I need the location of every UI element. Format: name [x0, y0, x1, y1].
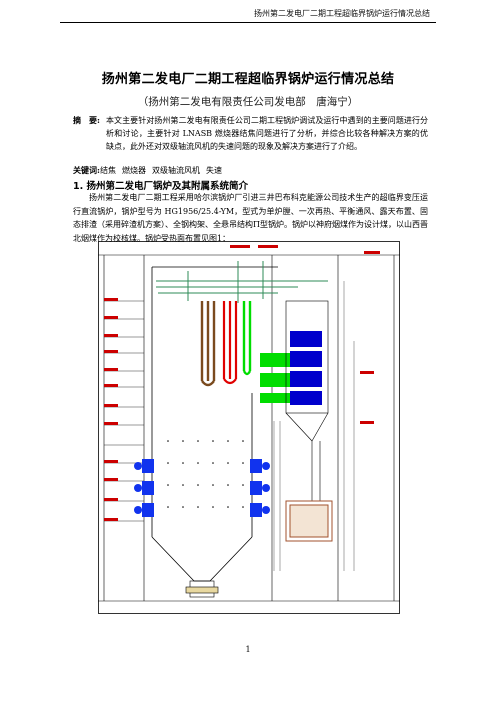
- keyword: 双级轴流风机: [151, 166, 200, 175]
- air-heater: [285, 500, 333, 542]
- author-byline: （扬州第二发电有限责任公司发电部 唐海宁）: [137, 96, 359, 108]
- ash-hopper: [185, 580, 219, 598]
- paper-title: 扬州第二发电厂二期工程超临界锅炉运行情况总结: [101, 72, 395, 87]
- keywords-label: 关键词:: [73, 165, 100, 175]
- low-temp-superheater: [260, 353, 290, 403]
- furnace-dots: [167, 440, 244, 508]
- downcomer-lines: [273, 281, 355, 571]
- abstract: 摘 要: 本文主要针对扬州第二发电有限责任公司二期工程锅炉调试及运行中遇到的主要…: [73, 114, 428, 153]
- page-number: 1: [245, 645, 251, 654]
- platen-superheater: [200, 301, 216, 387]
- running-header: 扬州第二发电厂二期工程超临界锅炉运行情况总结: [254, 9, 430, 18]
- top-annotations: [230, 245, 380, 424]
- burners-front: [134, 459, 154, 517]
- final-superheater: [242, 301, 252, 376]
- economizer: [290, 331, 322, 405]
- keywords-line: 关键词:结焦燃烧器双级轴流风机失速: [73, 165, 222, 176]
- header-rule: [60, 22, 436, 23]
- section-paragraph: 扬州第二发电厂二期工程采用哈尔滨锅炉厂引进三井巴布科克能源公司技术生产的超临界变…: [73, 193, 428, 243]
- frame-border: [98, 241, 400, 614]
- keyword: 结焦: [99, 166, 116, 175]
- burners-rear: [250, 459, 270, 517]
- boiler-diagram: [98, 241, 400, 614]
- abstract-label: 摘 要:: [73, 115, 100, 125]
- abstract-text: 本文主要针对扬州第二发电有限责任公司二期工程锅炉调试及运行中遇到的主要问题进行分…: [106, 116, 428, 151]
- keyword: 失速: [205, 166, 222, 175]
- boiler-layout-figure: [98, 241, 400, 614]
- flue-duct: [311, 441, 321, 501]
- backpass-wall: [285, 300, 329, 442]
- section-heading: 1. 扬州第二发电厂锅炉及其附属系统简介: [73, 181, 249, 192]
- keyword: 燃烧器: [121, 166, 146, 175]
- elevation-tags: [104, 298, 118, 521]
- steam-piping: [156, 261, 328, 303]
- final-reheater: [222, 301, 238, 385]
